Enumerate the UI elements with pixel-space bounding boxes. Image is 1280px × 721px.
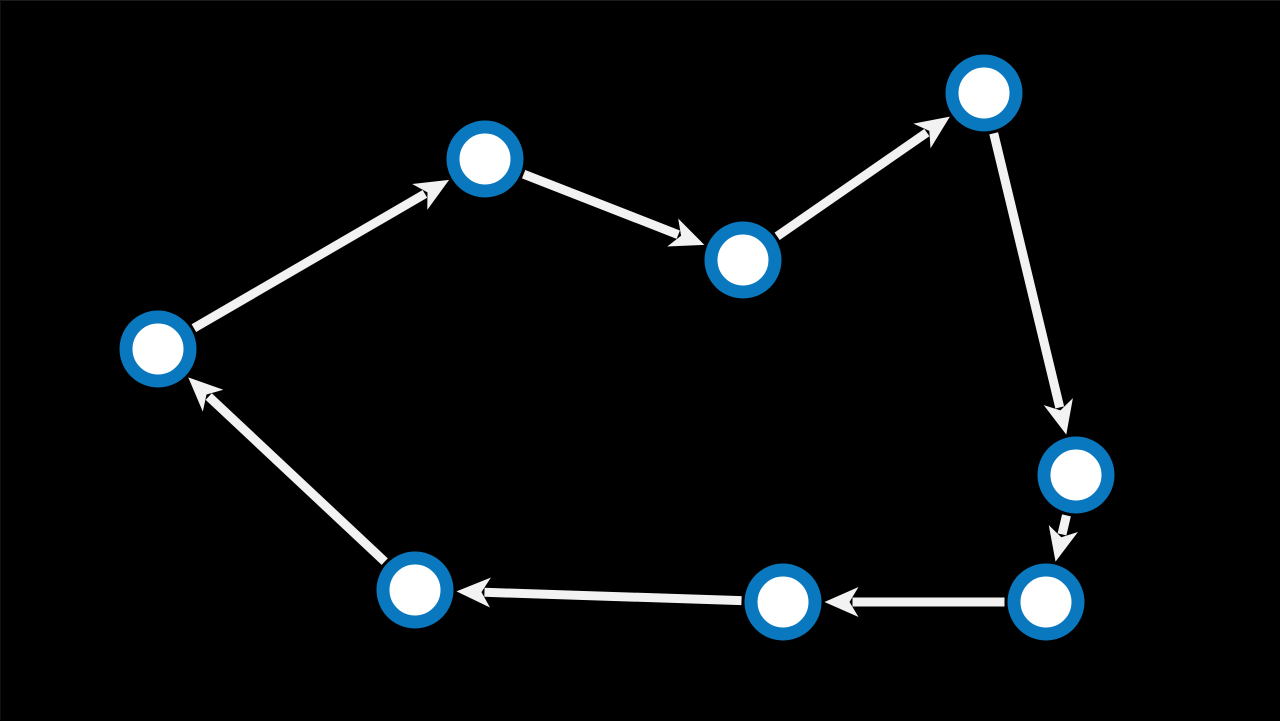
edge-arrowhead-icon: [667, 218, 705, 247]
graph-edge[interactable]: [824, 587, 1005, 617]
graph-node[interactable]: [744, 563, 822, 641]
edge-arrowhead-icon: [1043, 398, 1073, 435]
edge-arrowhead-icon: [412, 179, 450, 210]
edge-shaft: [484, 587, 742, 606]
graph-edge[interactable]: [188, 377, 388, 565]
edge-shaft: [989, 132, 1065, 409]
graph-edge[interactable]: [1048, 514, 1078, 562]
edge-arrowhead-icon: [456, 577, 491, 608]
edge-arrowhead-icon: [1048, 525, 1078, 562]
graph-node[interactable]: [119, 310, 197, 388]
graph-node[interactable]: [945, 54, 1023, 132]
edge-arrowhead-icon: [188, 377, 224, 412]
graph-edge[interactable]: [521, 169, 705, 247]
edge-shaft: [1057, 514, 1071, 536]
graph-edge[interactable]: [774, 116, 950, 241]
graph-node[interactable]: [1037, 436, 1115, 514]
edge-shaft: [521, 169, 680, 239]
graph-edge[interactable]: [191, 179, 450, 333]
graph-edge[interactable]: [989, 132, 1073, 435]
edge-shaft: [191, 190, 428, 333]
edge-shaft: [205, 393, 388, 565]
edges-layer: [188, 116, 1078, 617]
nodes-layer: [119, 54, 1115, 641]
graph-edge[interactable]: [456, 577, 742, 608]
graph-node[interactable]: [704, 221, 782, 299]
edge-shaft: [774, 128, 930, 241]
graph-node[interactable]: [376, 551, 454, 629]
graph-node[interactable]: [446, 120, 524, 198]
graph-node[interactable]: [1007, 563, 1085, 641]
edge-arrowhead-icon: [824, 587, 859, 617]
edge-arrowhead-icon: [913, 116, 950, 149]
